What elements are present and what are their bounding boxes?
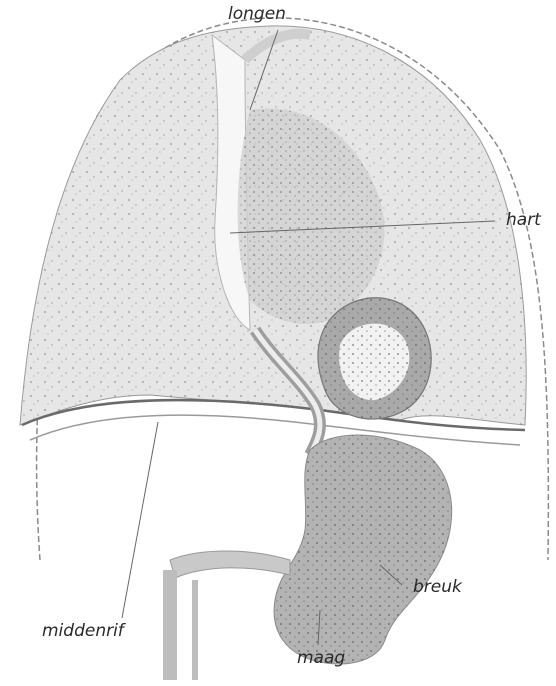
label-longen: longen <box>228 4 286 24</box>
label-maag: maag <box>297 648 345 668</box>
label-middenrif: middenrif <box>42 621 124 641</box>
label-breuk: breuk <box>413 577 462 597</box>
label-hart: hart <box>506 210 541 230</box>
leader-middenrif <box>122 422 158 618</box>
intestine <box>170 551 290 578</box>
